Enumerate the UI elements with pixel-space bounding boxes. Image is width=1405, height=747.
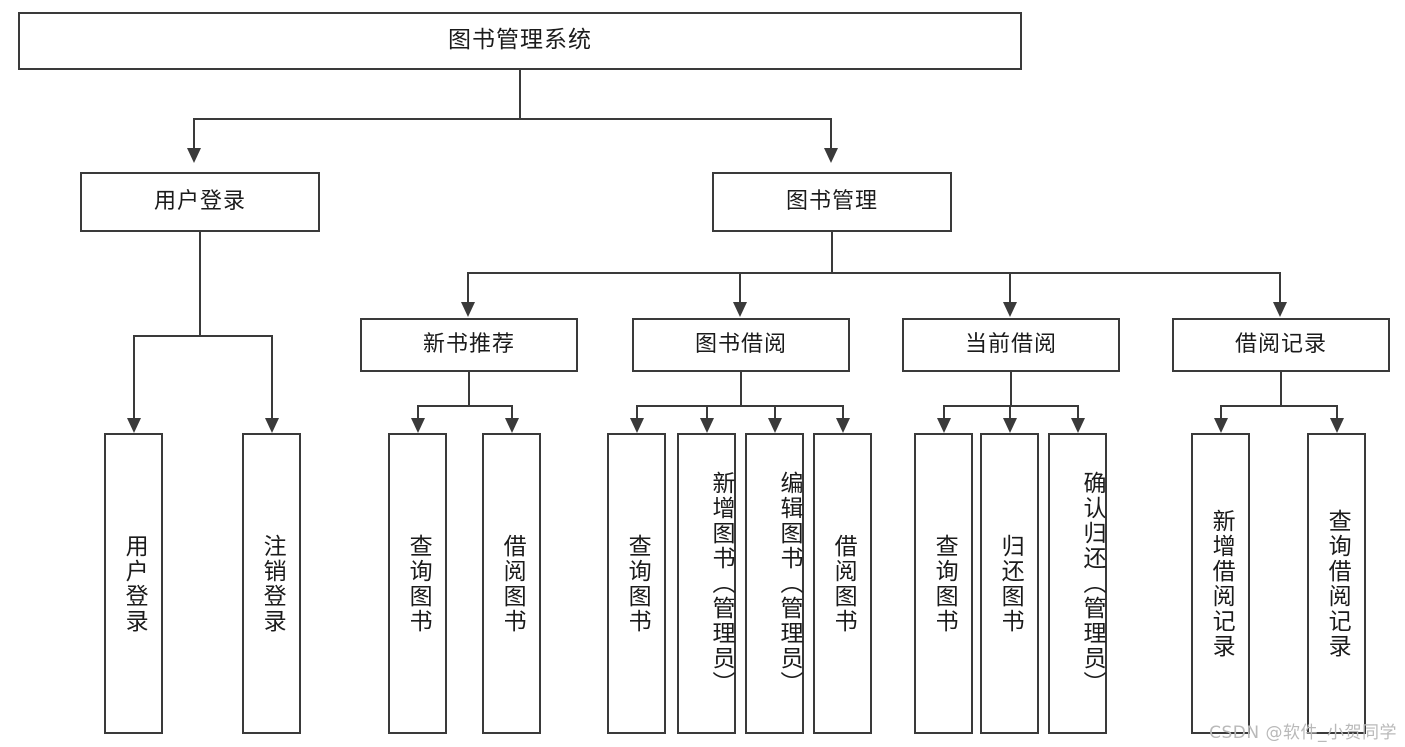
arrowhead-book-borrow xyxy=(733,302,747,317)
arrowhead-book-management xyxy=(824,148,838,163)
arrowhead-leaf-add-record xyxy=(1214,418,1228,433)
connector-new-book-bus xyxy=(417,405,512,407)
connector-user-login-leaf-1 xyxy=(133,335,135,418)
node-label: 图书借阅 xyxy=(694,331,787,357)
node-current-borrow[interactable]: 当前借阅 xyxy=(902,318,1120,372)
arrowhead-leaf-borrow-book-1 xyxy=(505,418,519,433)
node-label: 查询借阅记录 xyxy=(1324,508,1351,659)
arrowhead-current-borrow xyxy=(1003,302,1017,317)
arrowhead-leaf-edit-book xyxy=(768,418,782,433)
arrowhead-leaf-logout-login xyxy=(265,418,279,433)
node-label: 当前借阅 xyxy=(964,331,1057,357)
connector-new-book-leaf-1 xyxy=(417,405,419,418)
connector-user-login-stem xyxy=(199,232,201,335)
arrowhead-leaf-borrow-book-2 xyxy=(836,418,850,433)
connector-to-book-borrow xyxy=(739,272,741,302)
node-label: 新增借阅记录 xyxy=(1208,508,1235,659)
leaf-add-record[interactable]: 新增借阅记录 xyxy=(1191,433,1250,734)
arrowhead-borrow-record xyxy=(1273,302,1287,317)
leaf-edit-book[interactable]: 编辑图书（管理员） xyxy=(745,433,804,734)
node-label: 新书推荐 xyxy=(422,331,515,357)
arrowhead-leaf-return-book xyxy=(1003,418,1017,433)
node-book-management[interactable]: 图书管理 xyxy=(712,172,952,232)
node-label: 查询图书 xyxy=(931,533,958,634)
node-user-login[interactable]: 用户登录 xyxy=(80,172,320,232)
connector-current-borrow-leaf-1 xyxy=(943,405,945,418)
connector-book-borrow-leaf-2 xyxy=(706,405,708,418)
connector-current-borrow-leaf-2 xyxy=(1009,405,1011,418)
connector-user-login-bus xyxy=(133,335,271,337)
node-label: 确认归还（管理员） xyxy=(1079,471,1105,696)
node-label: 借阅图书 xyxy=(830,533,857,634)
arrowhead-leaf-add-book xyxy=(700,418,714,433)
arrowhead-leaf-user-login xyxy=(127,418,141,433)
node-label: 查询图书 xyxy=(405,533,432,634)
connector-borrow-record-leaf-2 xyxy=(1336,405,1338,418)
leaf-query-record[interactable]: 查询借阅记录 xyxy=(1307,433,1366,734)
node-label: 新增图书（管理员） xyxy=(708,471,734,696)
arrowhead-user-login xyxy=(187,148,201,163)
connector-borrow-record-stem xyxy=(1280,372,1282,405)
leaf-borrow-book-2[interactable]: 借阅图书 xyxy=(813,433,872,734)
connector-new-book-leaf-2 xyxy=(511,405,513,418)
node-root-system[interactable]: 图书管理系统 xyxy=(18,12,1022,70)
connector-user-login-leaf-2 xyxy=(271,335,273,418)
connector-to-new-book-recommend xyxy=(467,272,469,302)
node-label: 用户登录 xyxy=(121,533,148,634)
arrowhead-new-book-recommend xyxy=(461,302,475,317)
leaf-confirm-return[interactable]: 确认归还（管理员） xyxy=(1048,433,1107,734)
node-label: 编辑图书（管理员） xyxy=(776,471,802,696)
arrowhead-leaf-query-book-2 xyxy=(630,418,644,433)
connector-book-borrow-stem xyxy=(740,372,742,405)
node-book-borrow[interactable]: 图书借阅 xyxy=(632,318,850,372)
node-label: 查询图书 xyxy=(624,533,651,634)
connector-level3-bus xyxy=(467,272,1281,274)
connector-to-borrow-record xyxy=(1279,272,1281,302)
connector-book-borrow-leaf-3 xyxy=(774,405,776,418)
node-new-book-recommend[interactable]: 新书推荐 xyxy=(360,318,578,372)
leaf-query-book-2[interactable]: 查询图书 xyxy=(607,433,666,734)
leaf-user-login[interactable]: 用户登录 xyxy=(104,433,163,734)
connector-to-current-borrow xyxy=(1009,272,1011,302)
connector-book-borrow-leaf-1 xyxy=(636,405,638,418)
connector-book-management-stem xyxy=(831,232,833,272)
leaf-return-book[interactable]: 归还图书 xyxy=(980,433,1039,734)
node-label: 借阅记录 xyxy=(1234,331,1327,357)
leaf-query-book-1[interactable]: 查询图书 xyxy=(388,433,447,734)
connector-new-book-stem xyxy=(468,372,470,405)
connector-borrow-record-bus xyxy=(1220,405,1337,407)
node-label: 借阅图书 xyxy=(499,533,526,634)
connector-book-borrow-bus xyxy=(636,405,843,407)
node-label: 图书管理 xyxy=(785,188,878,214)
connector-borrow-record-leaf-1 xyxy=(1220,405,1222,418)
node-label: 注销登录 xyxy=(259,533,286,634)
node-label: 用户登录 xyxy=(153,188,246,214)
node-label: 图书管理系统 xyxy=(448,27,592,54)
node-borrow-record[interactable]: 借阅记录 xyxy=(1172,318,1390,372)
arrowhead-leaf-query-book-1 xyxy=(411,418,425,433)
connector-to-user-login xyxy=(193,118,195,148)
arrowhead-leaf-confirm-return xyxy=(1071,418,1085,433)
leaf-add-book[interactable]: 新增图书（管理员） xyxy=(677,433,736,734)
connector-current-borrow-leaf-3 xyxy=(1077,405,1079,418)
connector-root-stem xyxy=(519,70,521,118)
leaf-logout-login[interactable]: 注销登录 xyxy=(242,433,301,734)
connector-current-borrow-stem xyxy=(1010,372,1012,405)
leaf-query-book-3[interactable]: 查询图书 xyxy=(914,433,973,734)
connector-to-book-management xyxy=(830,118,832,148)
connector-book-borrow-leaf-4 xyxy=(842,405,844,418)
node-label: 归还图书 xyxy=(997,533,1024,634)
connector-level2-bus xyxy=(193,118,831,120)
leaf-borrow-book-1[interactable]: 借阅图书 xyxy=(482,433,541,734)
arrowhead-leaf-query-record xyxy=(1330,418,1344,433)
arrowhead-leaf-query-book-3 xyxy=(937,418,951,433)
watermark-text: CSDN @软件_小贺同学 xyxy=(1209,723,1397,743)
